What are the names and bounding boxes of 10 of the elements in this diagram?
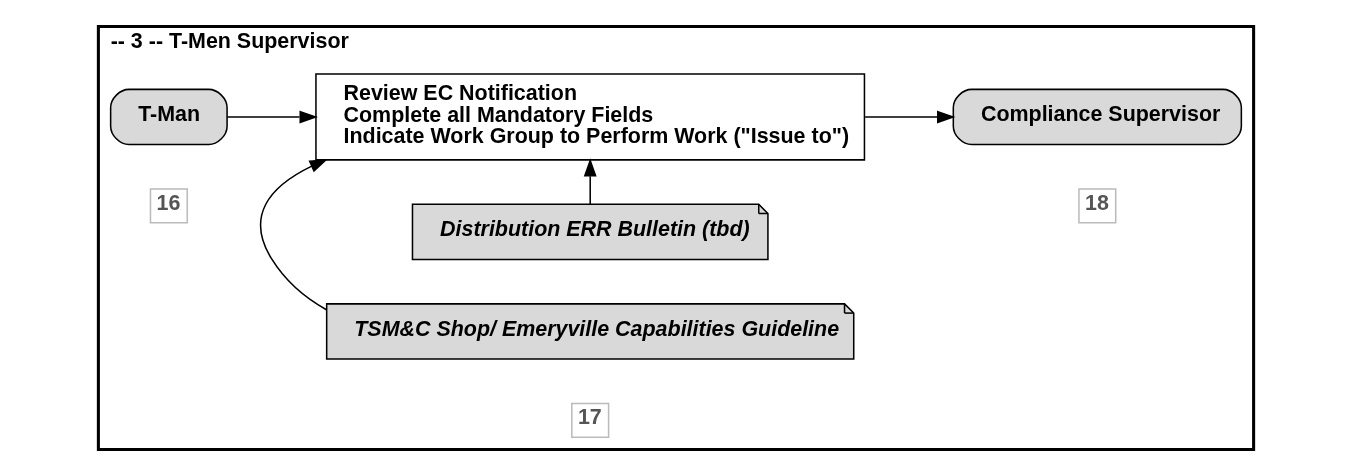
arrow bbox=[583, 158, 597, 205]
node-box: T-Man bbox=[109, 88, 228, 146]
arrow bbox=[863, 110, 955, 124]
node-box: Review EC Notification Complete all Mandatory Fields Indicate Work Group to Perform Work ("Issue to") bbox=[314, 73, 865, 161]
arrow bbox=[259, 159, 328, 311]
label: 18 bbox=[1084, 190, 1109, 215]
node-box: Compliance Supervisor bbox=[952, 88, 1242, 146]
label: 17 bbox=[577, 405, 602, 430]
label: 16 bbox=[156, 190, 180, 215]
arrow bbox=[225, 110, 318, 124]
